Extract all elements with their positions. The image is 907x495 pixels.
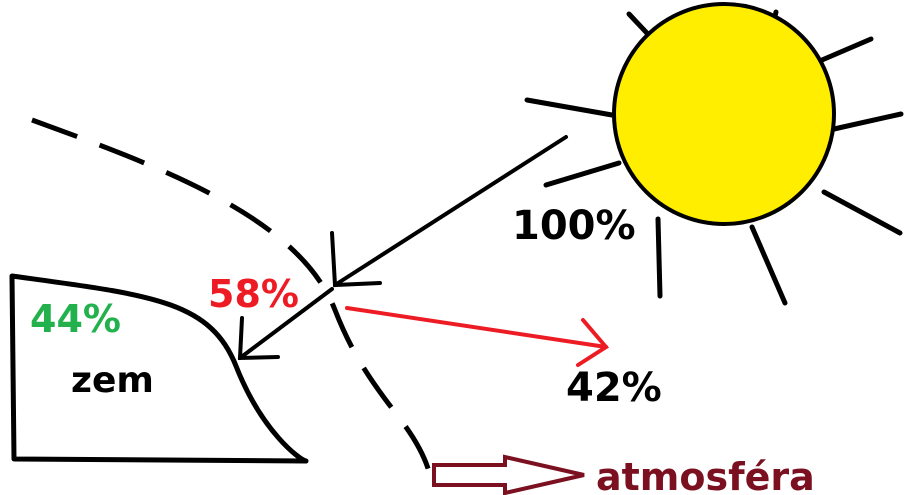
incoming-radiation-arrow xyxy=(330,135,568,288)
earth-label: zem xyxy=(71,360,154,401)
reflected-percent-label: 42% xyxy=(566,365,662,411)
atmosphere-label: atmosféra xyxy=(596,455,815,495)
sun-icon xyxy=(612,2,836,226)
atmosphere-boundary xyxy=(31,117,433,476)
transmitted-to-earth-arrow xyxy=(237,287,334,361)
earth-outline xyxy=(9,273,309,464)
sun-percent-label: 100% xyxy=(512,203,636,249)
earth-absorbed-percent-label: 44% xyxy=(30,297,121,341)
reflected-arrow xyxy=(345,306,610,367)
hollow-right-arrow-icon xyxy=(432,454,585,495)
transmitted-percent-label: 58% xyxy=(208,272,299,316)
